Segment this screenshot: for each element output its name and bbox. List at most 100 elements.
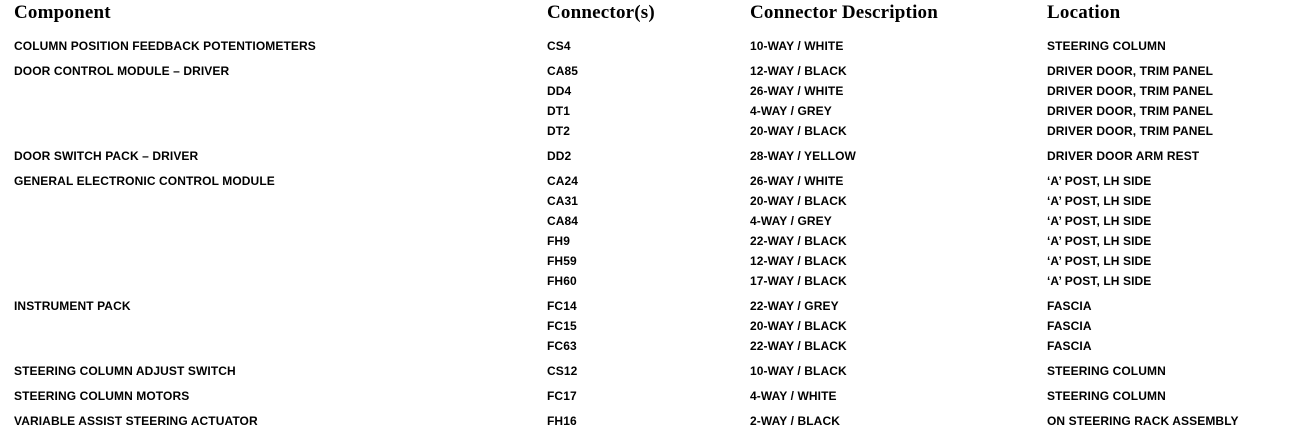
connector-description-column: 10-WAY / WHITE bbox=[750, 36, 1047, 56]
connector-location: ‘A’ POST, LH SIDE bbox=[1047, 234, 1152, 248]
connector-id: FH16 bbox=[547, 414, 577, 428]
component-column: STEERING COLUMN ADJUST SWITCH bbox=[14, 361, 547, 381]
connector-location: ‘A’ POST, LH SIDE bbox=[1047, 174, 1152, 188]
connector-description-column: 12-WAY / BLACK 26-WAY / WHITE 4-WAY / GREY… bbox=[750, 61, 1047, 141]
connector-location: ‘A’ POST, LH SIDE bbox=[1047, 274, 1152, 288]
connector-id-column: FC17 bbox=[547, 386, 750, 406]
connector-description: 26-WAY / WHITE bbox=[750, 174, 844, 188]
location-column: ON STEERING RACK ASSEMBLY bbox=[1047, 411, 1312, 431]
component-name: COLUMN POSITION FEEDBACK POTENTIOMETERS bbox=[14, 39, 316, 53]
location-column: STEERING COLUMN bbox=[1047, 386, 1312, 406]
connector-id: CA31 bbox=[547, 194, 579, 208]
component-name: INSTRUMENT PACK bbox=[14, 299, 131, 313]
location-column: STEERING COLUMN bbox=[1047, 36, 1312, 56]
connector-location: ‘A’ POST, LH SIDE bbox=[1047, 194, 1152, 208]
connector-location: DRIVER DOOR, TRIM PANEL bbox=[1047, 64, 1214, 78]
header-connectors: Connector(s) bbox=[547, 2, 655, 23]
connector-description-column: 2-WAY / BLACK bbox=[750, 411, 1047, 431]
table-header-row: Component Connector(s) Connector Descrip… bbox=[14, 2, 1312, 24]
component-column: COLUMN POSITION FEEDBACK POTENTIOMETERS bbox=[14, 36, 547, 56]
location-column: FASCIA FASCIA FASCIA bbox=[1047, 296, 1312, 356]
connector-description: 12-WAY / BLACK bbox=[750, 254, 847, 268]
connector-description-column: 22-WAY / GREY 20-WAY / BLACK 22-WAY / BLAC… bbox=[750, 296, 1047, 356]
component-column: STEERING COLUMN MOTORS bbox=[14, 386, 547, 406]
connector-description-column: 26-WAY / WHITE 20-WAY / BLACK 4-WAY / GREY… bbox=[750, 171, 1047, 291]
component-name: DOOR SWITCH PACK – DRIVER bbox=[14, 149, 199, 163]
component-column: INSTRUMENT PACK bbox=[14, 296, 547, 356]
connector-description: 2-WAY / BLACK bbox=[750, 414, 840, 428]
location-column: ‘A’ POST, LH SIDE ‘A’ POST, LH SIDE ‘A’ PO… bbox=[1047, 171, 1312, 291]
table-body: COLUMN POSITION FEEDBACK POTENTIOMETERS C… bbox=[14, 36, 1312, 431]
connector-description: 22-WAY / BLACK bbox=[750, 339, 847, 353]
connector-description: 10-WAY / BLACK bbox=[750, 364, 847, 378]
connector-description: 22-WAY / GREY bbox=[750, 299, 839, 313]
connector-description-column: 10-WAY / BLACK bbox=[750, 361, 1047, 381]
connector-id: CS12 bbox=[547, 364, 578, 378]
connector-id-column: DD2 bbox=[547, 146, 750, 166]
connector-description: 4-WAY / GREY bbox=[750, 104, 832, 118]
connector-id: FC63 bbox=[547, 339, 577, 353]
connector-description: 4-WAY / WHITE bbox=[750, 389, 837, 403]
connector-description: 10-WAY / WHITE bbox=[750, 39, 844, 53]
connector-id: FC15 bbox=[547, 319, 577, 333]
component-column: VARIABLE ASSIST STEERING ACTUATOR bbox=[14, 411, 547, 431]
connector-description: 20-WAY / BLACK bbox=[750, 194, 847, 208]
connector-description: 28-WAY / YELLOW bbox=[750, 149, 856, 163]
connector-location: DRIVER DOOR, TRIM PANEL bbox=[1047, 124, 1214, 138]
connector-id: DT1 bbox=[547, 104, 570, 118]
component-column: DOOR SWITCH PACK – DRIVER bbox=[14, 146, 547, 166]
connector-location: FASCIA bbox=[1047, 319, 1092, 333]
connector-description-column: 4-WAY / WHITE bbox=[750, 386, 1047, 406]
connector-location: DRIVER DOOR, TRIM PANEL bbox=[1047, 104, 1214, 118]
connector-location: ON STEERING RACK ASSEMBLY bbox=[1047, 414, 1239, 428]
location-column: DRIVER DOOR ARM REST bbox=[1047, 146, 1312, 166]
connector-description: 4-WAY / GREY bbox=[750, 214, 832, 228]
component-column: DOOR CONTROL MODULE – DRIVER bbox=[14, 61, 547, 141]
connector-location: STEERING COLUMN bbox=[1047, 364, 1166, 378]
connector-id-column: CS4 bbox=[547, 36, 750, 56]
header-component: Component bbox=[14, 2, 111, 23]
component-name: VARIABLE ASSIST STEERING ACTUATOR bbox=[14, 414, 258, 428]
location-column: STEERING COLUMN bbox=[1047, 361, 1312, 381]
connector-id: FC14 bbox=[547, 299, 577, 313]
connector-description: 26-WAY / WHITE bbox=[750, 84, 844, 98]
connector-description: 22-WAY / BLACK bbox=[750, 234, 847, 248]
table-row-group: STEERING COLUMN ADJUST SWITCH CS12 10-WAY … bbox=[14, 361, 1312, 381]
connector-id: DD4 bbox=[547, 84, 572, 98]
connector-location: FASCIA bbox=[1047, 339, 1092, 353]
component-name: GENERAL ELECTRONIC CONTROL MODULE bbox=[14, 174, 275, 188]
connector-description: 12-WAY / BLACK bbox=[750, 64, 847, 78]
header-connector-description: Connector Description bbox=[750, 2, 939, 23]
connector-id-column: CS12 bbox=[547, 361, 750, 381]
location-column: DRIVER DOOR, TRIM PANEL DRIVER DOOR, TRIM… bbox=[1047, 61, 1312, 141]
component-name: DOOR CONTROL MODULE – DRIVER bbox=[14, 64, 230, 78]
connector-location: STEERING COLUMN bbox=[1047, 39, 1166, 53]
connector-location: STEERING COLUMN bbox=[1047, 389, 1166, 403]
connector-id: FC17 bbox=[547, 389, 577, 403]
connector-location: DRIVER DOOR, TRIM PANEL bbox=[1047, 84, 1214, 98]
connector-id: DT2 bbox=[547, 124, 570, 138]
connector-description: 17-WAY / BLACK bbox=[750, 274, 847, 288]
connector-id-column: FH16 bbox=[547, 411, 750, 431]
component-column: GENERAL ELECTRONIC CONTROL MODULE bbox=[14, 171, 547, 291]
connector-description: 20-WAY / BLACK bbox=[750, 124, 847, 138]
connector-description-column: 28-WAY / YELLOW bbox=[750, 146, 1047, 166]
connector-id: CA24 bbox=[547, 174, 579, 188]
connector-description: 20-WAY / BLACK bbox=[750, 319, 847, 333]
connector-location: ‘A’ POST, LH SIDE bbox=[1047, 214, 1152, 228]
connector-location: FASCIA bbox=[1047, 299, 1092, 313]
component-name: STEERING COLUMN ADJUST SWITCH bbox=[14, 364, 236, 378]
connector-id: CA85 bbox=[547, 64, 579, 78]
connector-id: CS4 bbox=[547, 39, 571, 53]
connector-id: FH60 bbox=[547, 274, 577, 288]
table-row-group: COLUMN POSITION FEEDBACK POTENTIOMETERS C… bbox=[14, 36, 1312, 56]
table-row-group: VARIABLE ASSIST STEERING ACTUATOR FH16 2-W… bbox=[14, 411, 1312, 431]
